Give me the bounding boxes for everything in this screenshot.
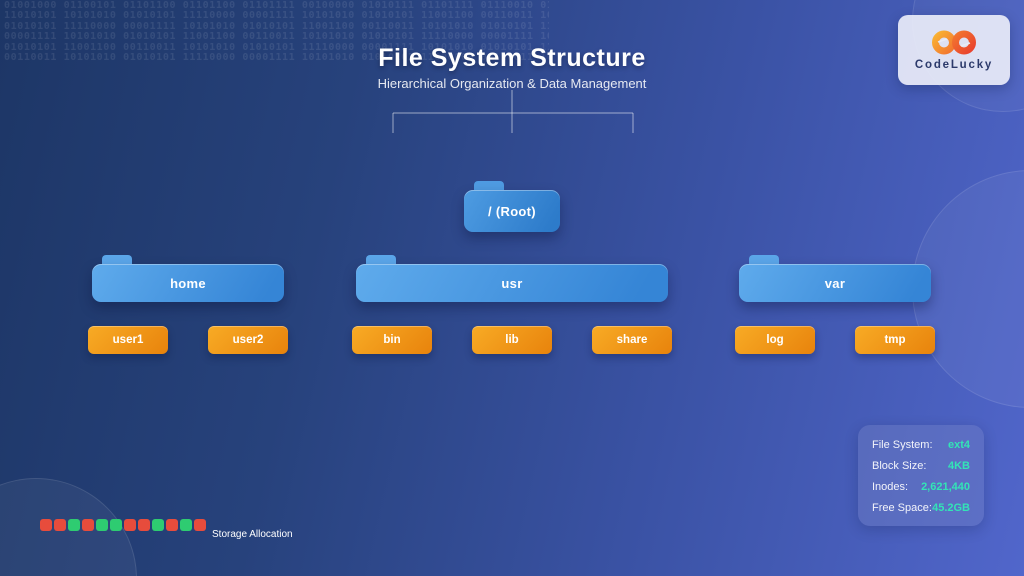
infinity-logo-icon: [932, 30, 976, 55]
binary-texture-row: 00110011 10101010 01010101 11110000 0000…: [4, 52, 549, 64]
info-row-freespace: Free Space: 45.2GB: [872, 502, 970, 514]
info-label: Inodes:: [872, 481, 909, 493]
tree-child-node-lib: lib: [472, 326, 552, 354]
info-value: ext4: [947, 439, 970, 451]
binary-texture-row: 01010101 11110000 00001111 10101010 0101…: [4, 20, 549, 32]
storage-block-red: [82, 519, 94, 531]
folder-node-var: var: [739, 264, 931, 302]
tree-child-node-user1: user1: [88, 326, 168, 354]
storage-allocation-legend: Storage Allocation: [40, 519, 293, 540]
brand-name: CodeLucky: [914, 59, 994, 71]
page-subtitle: Hierarchical Organization & Data Managem…: [377, 76, 647, 91]
info-value: 4KB: [947, 460, 970, 472]
folder-node-home: home: [92, 264, 284, 302]
brand-logo-card: CodeLucky: [898, 15, 1010, 85]
tree-folder-group-home: home user1 user2: [88, 255, 288, 354]
info-row-inodes: Inodes: 2,621,440: [872, 481, 970, 493]
info-label: Block Size:: [872, 460, 927, 472]
filesystem-info-panel: File System: ext4 Block Size: 4KB Inodes…: [858, 425, 984, 526]
page-title: File System Structure: [378, 44, 646, 72]
children-row-var: log tmp: [735, 326, 935, 354]
storage-block-red: [54, 519, 66, 531]
storage-block-green: [152, 519, 164, 531]
binary-texture-row: 01010101 11001100 00110011 10101010 0101…: [4, 41, 549, 53]
info-row-filesystem: File System: ext4: [872, 439, 970, 451]
storage-blocks: [40, 519, 206, 531]
storage-block-green: [110, 519, 122, 531]
storage-block-red: [138, 519, 150, 531]
tree-child-node-share: share: [592, 326, 672, 354]
binary-texture-row: 00001111 10101010 01010101 11001100 0011…: [4, 31, 549, 43]
storage-block-red: [40, 519, 52, 531]
info-row-blocksize: Block Size: 4KB: [872, 460, 970, 472]
tree-child-node-log: log: [735, 326, 815, 354]
children-row-home: user1 user2: [88, 326, 288, 354]
storage-block-red: [166, 519, 178, 531]
storage-block-red: [194, 519, 206, 531]
folder-node-usr: usr: [356, 264, 668, 302]
info-label: File System:: [872, 439, 933, 451]
folder-tab-icon: [474, 181, 504, 190]
folder-tab-icon: [102, 255, 132, 264]
storage-block-red: [124, 519, 136, 531]
binary-texture: 01001000 01100101 01101100 01101100 0110…: [4, 1, 549, 63]
tree-folder-group-usr: usr bin lib share: [352, 255, 672, 354]
tree-folder-group-var: var log tmp: [735, 255, 935, 354]
info-value: 2,621,440: [921, 481, 970, 493]
storage-allocation-label: Storage Allocation: [212, 529, 293, 540]
storage-block-green: [96, 519, 108, 531]
binary-texture-row: 11010101 10101010 01010101 11110000 0000…: [4, 10, 549, 22]
root-folder-label: / (Root): [464, 190, 560, 232]
tree-child-node-tmp: tmp: [855, 326, 935, 354]
folder-tab-icon: [366, 255, 396, 264]
info-value: 45.2GB: [932, 502, 970, 514]
info-label: Free Space:: [872, 502, 932, 514]
tree-child-node-bin: bin: [352, 326, 432, 354]
folder-tab-icon: [749, 255, 779, 264]
tree-child-node-user2: user2: [208, 326, 288, 354]
storage-block-green: [180, 519, 192, 531]
children-row-usr: bin lib share: [352, 326, 672, 354]
binary-texture-row: 01001000 01100101 01101100 01101100 0110…: [4, 1, 549, 11]
tree-root-node: / (Root): [464, 181, 560, 232]
storage-block-green: [68, 519, 80, 531]
